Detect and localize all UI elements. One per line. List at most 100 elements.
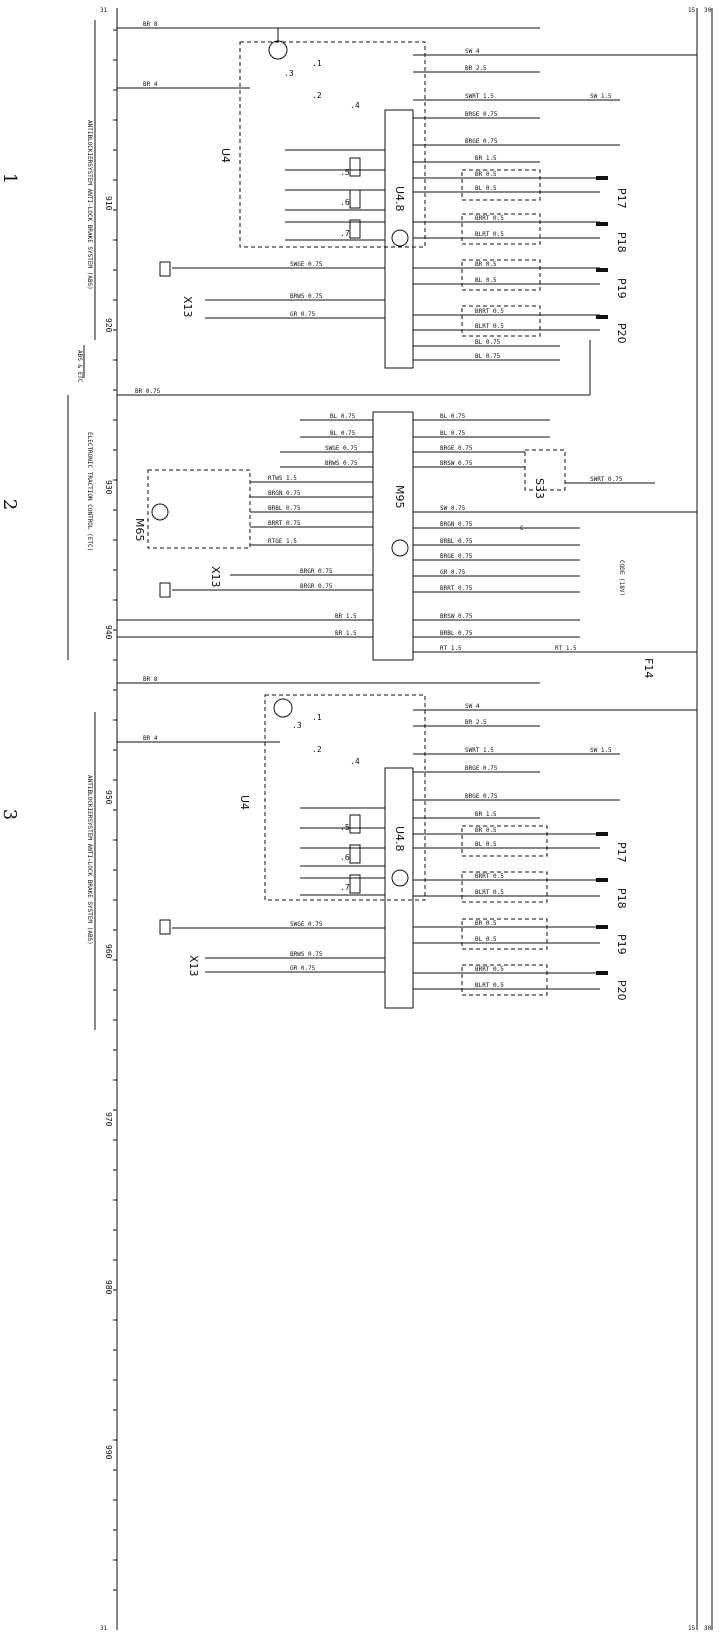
wire-label-swge-2: SWGE 0.75 xyxy=(290,921,323,928)
sub-label-5-1: .5 xyxy=(340,168,350,177)
pump-motor-3-1 xyxy=(268,40,288,60)
wire-label-blrt05-1a: BLRT 0.5 xyxy=(475,231,504,238)
u4-8-symbol-2 xyxy=(391,869,409,887)
wire-label-brge-2b: BRGE 0.75 xyxy=(465,793,498,800)
wire-label-etc-bl-1: BL 0.75 xyxy=(330,413,356,420)
sub-label-6-1: .6 xyxy=(340,198,350,207)
wire-label-blrt05-1b: BLRT 0.5 xyxy=(475,323,504,330)
wire-label-br8-1: BR 8 xyxy=(143,21,158,28)
label-u4-2: U4 xyxy=(238,795,251,810)
sensor-p20-1 xyxy=(596,315,608,319)
wire-label-brrt05-2b: BRRT 0.5 xyxy=(475,966,504,973)
sensor-p18-1 xyxy=(596,222,608,226)
label-u4-1: U4 xyxy=(219,148,232,163)
valve-5-1 xyxy=(349,157,361,177)
wire-label-rt15-b: RT 1.5 xyxy=(555,645,577,652)
sub-label-1-1: .1 xyxy=(312,59,322,68)
etc-wires-right xyxy=(413,419,697,653)
wire-label-etc-r-brsw: BRSW 0.75 xyxy=(440,460,473,467)
wire-label-br15-1: BR 1.5 xyxy=(475,155,497,162)
wire-label-br8-2: BR 8 xyxy=(143,676,158,683)
m95-symbol xyxy=(391,539,409,557)
wire-label-bl05-2a: BL 0.5 xyxy=(475,841,497,848)
sub-label-2-2: .2 xyxy=(312,745,322,754)
label-m95: M95 xyxy=(393,485,406,509)
wire-label-swrt15-2: SWRT 1.5 xyxy=(465,747,494,754)
m65-motor xyxy=(151,503,169,521)
wire-label-gr-2: GR 0.75 xyxy=(290,965,316,972)
rail-label-31-bottom: 31 xyxy=(100,1625,108,1632)
ground-symbol-3 xyxy=(159,919,171,935)
wire-label-br05-1b: BR 0.5 xyxy=(475,261,497,268)
wire-label-brws-2: BRWS 0.75 xyxy=(290,951,323,958)
wire-label-gr-1: GR 0.75 xyxy=(290,311,316,318)
wire-label-etc-r-bl-2: BL 0.75 xyxy=(440,430,466,437)
label-s33: S33 xyxy=(533,478,546,499)
system-title-etc: ELECTRONIC TRACTION CONTROL (ETC) xyxy=(86,432,93,551)
label-p18-1: P18 xyxy=(615,232,628,253)
ruler-mark-970: 970 xyxy=(104,1112,113,1127)
sub-label-2-1: .2 xyxy=(312,91,322,100)
ruler-mark-910: 910 xyxy=(104,196,113,211)
rail-label-15-bottom: 15 xyxy=(688,1625,696,1632)
sensor-p18-2 xyxy=(596,878,608,882)
wire-label-bl075-1a: BL 0.75 xyxy=(475,339,501,346)
label-u4-8-2: U4.8 xyxy=(393,826,406,852)
sensor-p17-1 xyxy=(596,176,608,180)
wire-label-sw075: SW 0.75 xyxy=(440,505,466,512)
wire-label-brge-1a: BRGE 0.75 xyxy=(465,111,498,118)
wire-label-sw15-1: SW 1.5 xyxy=(590,93,612,100)
label-x13-2: X13 xyxy=(209,566,222,588)
wire-label-etc-brgr-2: BRGR 0.75 xyxy=(300,583,333,590)
u4-module-outline-1 xyxy=(239,41,426,248)
ruler-mark-960: 960 xyxy=(104,944,113,959)
wire-label-swge-1: SWGE 0.75 xyxy=(290,261,323,268)
sub-label-5-2: .5 xyxy=(340,823,350,832)
sub-label-7-1: .7 xyxy=(340,229,350,238)
ground-symbol-2 xyxy=(159,582,171,598)
rail-label-30-top: 30 xyxy=(704,7,712,14)
wire-label-brge-2a: BRGE 0.75 xyxy=(465,765,498,772)
label-m65: M65 xyxy=(133,518,146,542)
label-p20-1: P20 xyxy=(615,323,628,344)
valve-6-2 xyxy=(349,844,361,864)
wire-label-br05-2b: BR 0.5 xyxy=(475,920,497,927)
sensor-wires-2 xyxy=(413,825,600,996)
wire-label-etc-r-brgn: BRGN 0.75 xyxy=(440,521,473,528)
rail-label-31-top: 31 xyxy=(100,7,108,14)
system-title-abs-etc: ABS & ETC xyxy=(76,350,83,383)
wire-label-brge-1b: BRGE 0.75 xyxy=(465,138,498,145)
sub-label-1-2: .1 xyxy=(312,713,322,722)
wire-label-brrt05-2a: BRRT 0.5 xyxy=(475,873,504,880)
wire-label-etc-brws: BRWS 0.75 xyxy=(325,460,358,467)
u4-module-outline-2 xyxy=(264,694,426,901)
rail-label-30-bottom: 30 xyxy=(704,1625,712,1632)
wire-label-brws-1: BRWS 0.75 xyxy=(290,293,323,300)
sub-label-4-1: .4 xyxy=(350,101,360,110)
wire-label-br25-2: BR 2.5 xyxy=(465,719,487,726)
sensor-p19-1 xyxy=(596,268,608,272)
ruler-mark-950: 950 xyxy=(104,790,113,805)
wire-label-bl05-2b: BL 0.5 xyxy=(475,936,497,943)
ground-symbol-1 xyxy=(159,261,171,277)
wire-label-etc-r-brbl: BRBL 0.75 xyxy=(440,538,473,545)
wire-label-etc-brgr-1: BRGR 0.75 xyxy=(300,568,333,575)
wire-label-br25-1: BR 2.5 xyxy=(465,65,487,72)
wire-label-sw4-2: SW 4 xyxy=(465,703,480,710)
u4-8-controller-1 xyxy=(384,109,414,369)
wire-label-swrt075: SWRT 0.75 xyxy=(590,476,623,483)
wire-label-sw4-1: SW 4 xyxy=(465,48,480,55)
wire-label-br075: BR 0.75 xyxy=(135,388,161,395)
wire-label-brrt05-1a: BRRT 0.5 xyxy=(475,215,504,222)
wire-label-etc-r-brsw2: BRSW 0.75 xyxy=(440,613,473,620)
wire-label-br05-2a: BR 0.5 xyxy=(475,827,497,834)
ruler-mark-980: 980 xyxy=(104,1280,113,1295)
wire-label-br05-1a: BR 0.5 xyxy=(475,171,497,178)
u4-8-controller-2 xyxy=(384,767,414,1009)
m95-controller xyxy=(372,411,414,661)
wire-label-etc-r-brbl2: BRBL 0.75 xyxy=(440,630,473,637)
ruler-mark-920: 920 xyxy=(104,318,113,333)
pump-motor-3-2 xyxy=(273,698,293,718)
wire-label-bl05-1b: BL 0.5 xyxy=(475,277,497,284)
